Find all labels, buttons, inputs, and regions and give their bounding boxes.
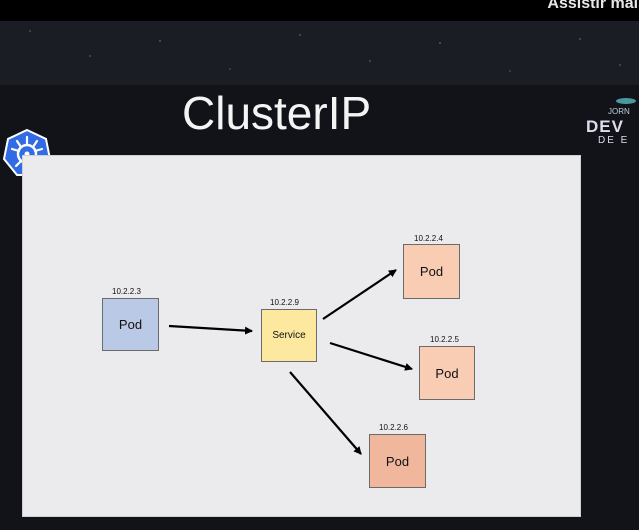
source-pod-node: Pod: [102, 298, 159, 351]
target-pod-2-ip: 10.2.2.5: [430, 335, 459, 344]
service-node: Service: [261, 309, 317, 362]
watch-more-link[interactable]: Assistir mais: [547, 0, 639, 12]
logo-line-2: DEV: [586, 117, 624, 136]
slide-title: ClusterIP: [182, 87, 372, 139]
logo-ring-icon: [616, 98, 636, 104]
brand-logo: JORN DEV DE E: [586, 95, 639, 146]
target-pod-3-node: Pod: [369, 434, 426, 488]
target-pod-1-ip: 10.2.2.4: [414, 234, 443, 243]
source-pod-ip: 10.2.2.3: [112, 287, 141, 296]
starfield-background: [0, 21, 639, 85]
logo-line-1: JORN: [608, 107, 630, 116]
target-pod-1-node: Pod: [403, 244, 460, 299]
target-pod-3-ip: 10.2.2.6: [379, 423, 408, 432]
logo-line-3: DE E: [598, 135, 630, 146]
service-ip: 10.2.2.9: [270, 298, 299, 307]
target-pod-2-node: Pod: [419, 346, 475, 400]
top-bar: Assistir mais: [0, 0, 639, 21]
